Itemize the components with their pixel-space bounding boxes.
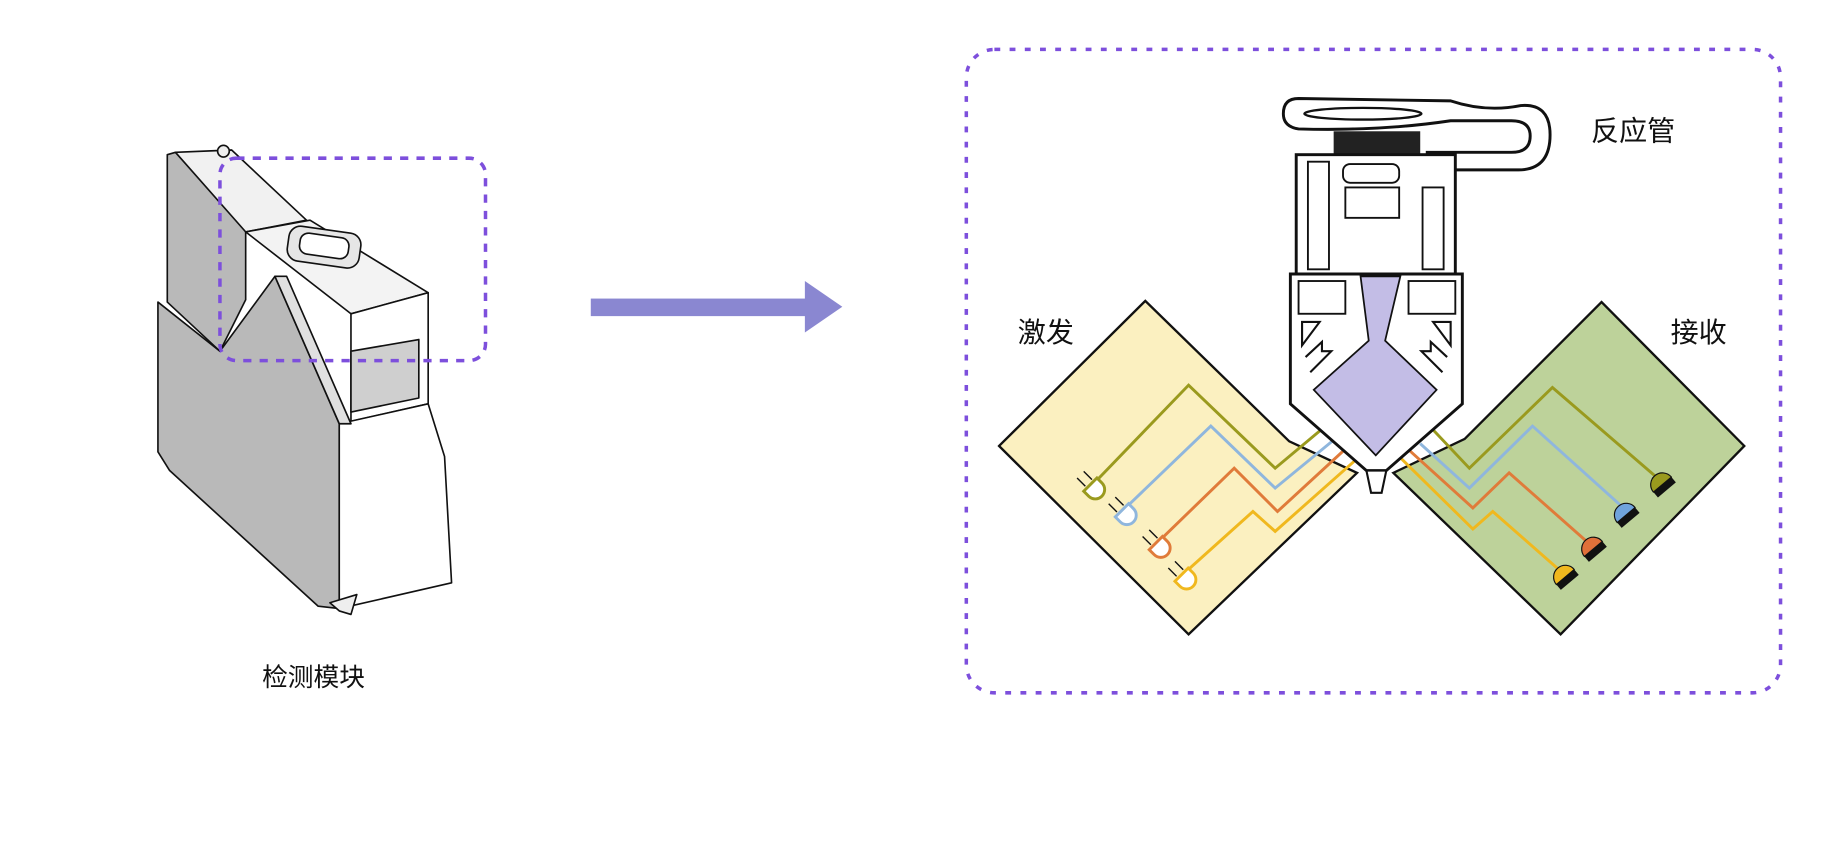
module-top-port-inner [298, 232, 350, 260]
receive-path-yellow [1399, 456, 1562, 573]
led-blue-icon [1108, 496, 1138, 527]
led-yellow-icon [1167, 560, 1198, 591]
reaction-tube [1281, 97, 1552, 494]
module-top-pin [216, 144, 231, 158]
receive-board [1391, 300, 1746, 636]
detail-highlight-box [964, 47, 1783, 695]
tube-label: 反应管 [1591, 115, 1675, 148]
detector-yellow-icon [1553, 564, 1579, 590]
excitation-board [997, 299, 1360, 636]
tube-liquid [1312, 275, 1438, 457]
led-orange-icon [1142, 529, 1172, 559]
right-arrow-icon [590, 281, 843, 333]
tube-tip [1365, 469, 1388, 494]
receive-channels [1399, 385, 1664, 573]
detection-module-drawing [157, 144, 488, 616]
excitation-path-orange [1157, 442, 1353, 543]
receive-path-orange [1408, 449, 1591, 546]
excitation-path-blue [1123, 424, 1342, 511]
receive-label: 接收 [1671, 316, 1727, 349]
excitation-label: 激发 [1018, 316, 1074, 349]
tube-ridges-right [1418, 320, 1452, 374]
module-window [350, 338, 420, 413]
detector-olive-icon [1650, 472, 1676, 498]
tube-cap-seal [1333, 131, 1421, 155]
tube-cap-disc [1303, 106, 1423, 121]
detector-blue-icon [1613, 502, 1640, 528]
tube-ridges-left [1301, 320, 1334, 374]
module-lower-side-face [157, 275, 341, 610]
detector-orange-icon [1581, 536, 1607, 562]
module-foot [329, 593, 358, 616]
excitation-path-olive [1091, 383, 1327, 486]
receive-path-olive [1428, 385, 1664, 484]
module-label: 检测模块 [262, 663, 365, 693]
module-highlight-region [218, 156, 488, 363]
module-groove [274, 275, 352, 425]
led-olive-icon [1076, 470, 1107, 501]
module-front-lower-face [338, 403, 453, 610]
excitation-channels [1091, 383, 1360, 575]
receive-path-blue [1419, 424, 1628, 512]
excitation-path-yellow [1182, 456, 1360, 575]
